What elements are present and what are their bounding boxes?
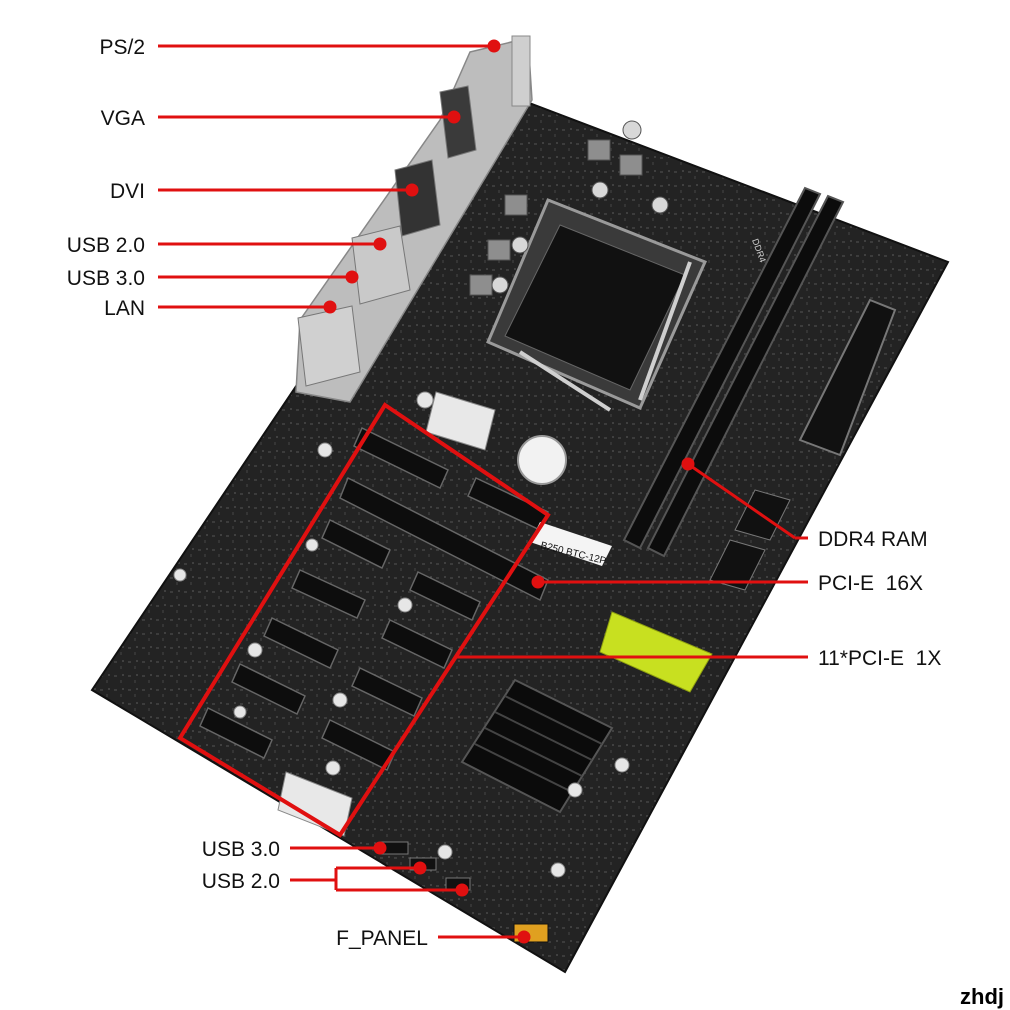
label-usb30-rear: USB 3.0 bbox=[67, 267, 145, 290]
capacitors bbox=[173, 391, 630, 878]
dvi-connector bbox=[394, 159, 441, 237]
callout-lines bbox=[158, 39, 808, 944]
label-pcie16: PCI-E 16X bbox=[818, 572, 923, 595]
watermark: zhdj bbox=[960, 984, 1004, 1009]
label-vga: VGA bbox=[101, 107, 145, 130]
pcie-slots bbox=[199, 426, 549, 772]
label-usb30-header: USB 3.0 bbox=[202, 838, 280, 861]
molex-connector-top bbox=[425, 391, 496, 451]
label-pcie1: 11*PCI-E 1X bbox=[818, 647, 941, 670]
labels: PS/2 VGA DVI USB 2.0 USB 3.0 LAN DDR4 RA… bbox=[67, 36, 942, 950]
ps2-bracket bbox=[511, 35, 531, 107]
label-usb20-rear: USB 2.0 bbox=[67, 234, 145, 257]
label-lan: LAN bbox=[104, 297, 145, 320]
motherboard: B250 BTC-12P DDR4 bbox=[90, 35, 950, 974]
label-ps2: PS/2 bbox=[99, 36, 145, 59]
cmos-battery bbox=[517, 435, 567, 485]
label-fpanel: F_PANEL bbox=[336, 927, 428, 950]
ddr4-slots bbox=[622, 186, 845, 558]
vrm-components bbox=[469, 120, 669, 296]
label-ddr4: DDR4 RAM bbox=[818, 528, 928, 551]
atx-power-connector bbox=[798, 298, 897, 457]
label-dvi: DVI bbox=[110, 180, 145, 203]
green-sticker bbox=[599, 611, 713, 693]
label-usb20-header: USB 2.0 bbox=[202, 870, 280, 893]
chipset-heatsink bbox=[460, 678, 614, 814]
lan-connector bbox=[297, 305, 361, 387]
cpu-socket bbox=[486, 198, 708, 412]
pcie-highlight-box bbox=[177, 402, 551, 838]
